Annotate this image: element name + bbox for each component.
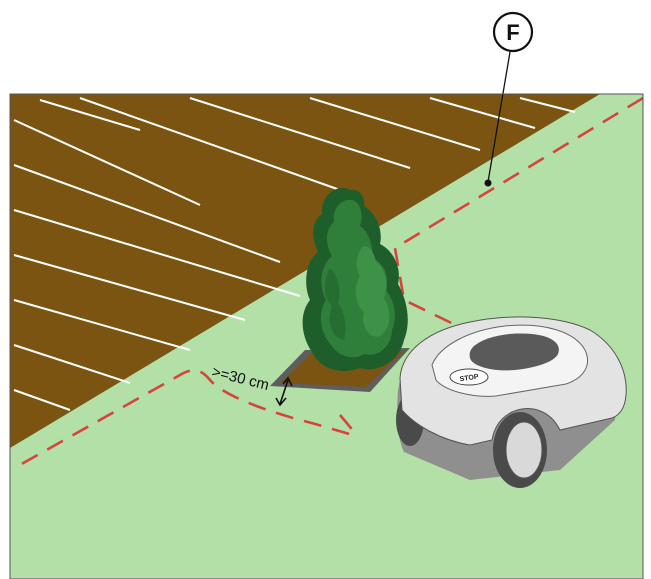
deck-boards: [13, 97, 576, 411]
callout-leader-line: [487, 51, 511, 183]
callout-circle: [492, 11, 534, 53]
boundary-wire: [17, 96, 644, 468]
robotic-mower: STOP: [396, 316, 627, 488]
mower-stop-label: STOP: [459, 374, 479, 384]
mower-display-window: [469, 333, 559, 371]
distance-arrow: [275, 376, 293, 407]
mower-stop-button: [449, 368, 489, 386]
shrub: [302, 187, 408, 371]
mower-wheel-front: [493, 412, 547, 488]
wooden-deck: [10, 94, 600, 448]
callout-letter: F: [506, 20, 519, 45]
diagram-frame: [9, 93, 644, 579]
callout-point: [484, 179, 492, 187]
